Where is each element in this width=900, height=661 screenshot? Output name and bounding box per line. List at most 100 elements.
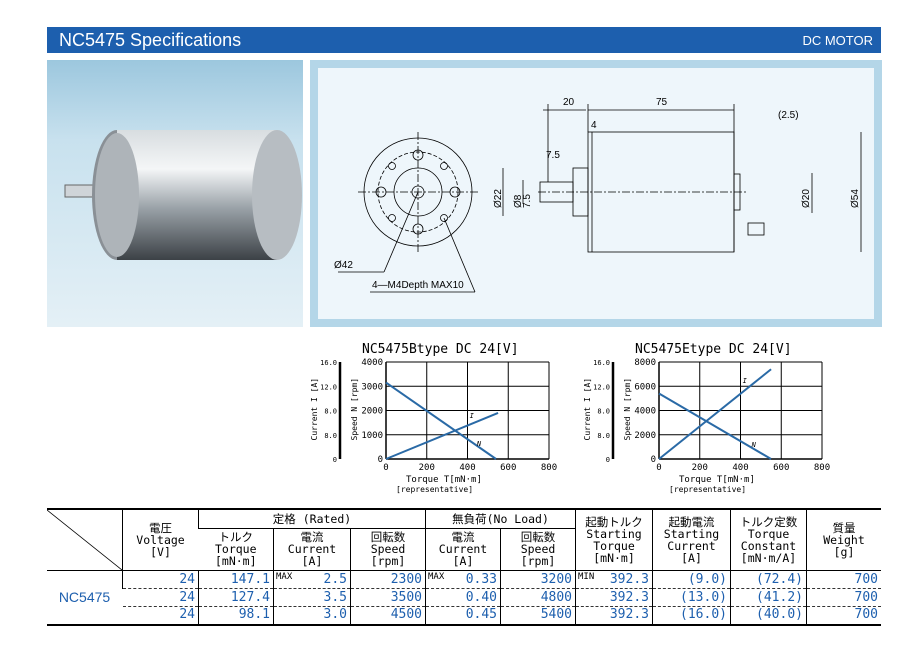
table-cell: 127.4: [198, 588, 274, 607]
table-cell: 2300: [350, 570, 426, 589]
y2-tick-label: 8.0: [597, 432, 610, 440]
table-cell: 4800: [500, 588, 576, 607]
cell-value: 4800: [540, 589, 572, 605]
series-line-N: [385, 381, 497, 460]
dim-20: 20: [563, 97, 575, 108]
table-cell: 3500: [350, 588, 426, 607]
cell-value: (13.0): [680, 589, 727, 605]
table-cell: 0.40: [425, 588, 501, 607]
table-cell: 700: [806, 588, 881, 607]
cell-value: 3200: [540, 571, 572, 587]
y2-tick-label: 12.0: [593, 383, 610, 391]
y2-axis-label: Current I [A]: [310, 378, 319, 441]
corner-cell: [47, 509, 123, 571]
table-cell: MAX 2.5: [273, 570, 351, 589]
y2-tick-label: 16.0: [320, 359, 337, 367]
table-cell: 392.3: [575, 606, 653, 625]
y-tick-label: 6000: [634, 382, 656, 392]
limit-tag: MAX: [276, 572, 293, 582]
cell-value: 0.33: [465, 571, 497, 587]
cell-value: 127.4: [230, 589, 270, 605]
dim-2-5: (2.5): [778, 110, 799, 121]
series-label: N: [751, 441, 757, 449]
front-view: [338, 132, 478, 293]
x-tick-label: 800: [814, 463, 830, 473]
table-cell: 700: [806, 570, 881, 589]
chart-title: NC5475Btype DC 24[V]: [362, 342, 519, 357]
cell-value: 24: [179, 607, 195, 623]
chart-note: [representative]: [396, 485, 473, 494]
x-tick-label: 400: [459, 463, 475, 473]
dimension-drawing: Ø42 4—M4Depth MAX10 20 75 4 (2.5) 7.5 7.…: [334, 97, 862, 293]
table-cell: 5400: [500, 606, 576, 625]
cell-value: 2300: [390, 571, 422, 587]
y-tick-label: 0: [651, 455, 656, 465]
y-tick-label: 2000: [361, 407, 383, 417]
series-label: N: [476, 440, 482, 448]
y2-tick-label: 0: [333, 456, 337, 464]
cell-value: (40.0): [756, 607, 803, 623]
table-cell: 24: [122, 606, 199, 625]
y2-tick-label: 8.0: [597, 408, 610, 416]
x-tick-label: 200: [692, 463, 708, 473]
series-line-I: [385, 412, 499, 460]
y-axis-label: Speed N [rpm]: [623, 378, 632, 441]
dim-22: Ø22: [493, 189, 504, 208]
x-tick-label: 800: [541, 463, 557, 473]
table-cell: (16.0): [652, 606, 731, 625]
series-line-N: [658, 392, 772, 460]
table-cell: 24: [122, 570, 199, 589]
x-tick-label: 400: [732, 463, 748, 473]
table-cell: 98.1: [198, 606, 274, 625]
x-tick-label: 200: [419, 463, 435, 473]
cell-value: 392.3: [609, 571, 649, 587]
cell-value: (72.4): [756, 571, 803, 587]
x-tick-label: 0: [656, 463, 661, 473]
dim-20-dia: Ø20: [801, 189, 812, 208]
table-cell: (41.2): [730, 588, 807, 607]
table-cell: 3.0: [273, 606, 351, 625]
x-tick-label: 0: [383, 463, 388, 473]
table-cell: MIN 392.3: [575, 570, 653, 589]
cell-value: 700: [854, 589, 878, 605]
cell-value: 147.1: [230, 571, 270, 587]
y-tick-label: 1000: [361, 431, 383, 441]
table-cell: 3200: [500, 570, 576, 589]
cell-value: 98.1: [238, 607, 270, 623]
chart-etype: NC5475Etype DC 24[V]00020020008.04004000…: [583, 342, 830, 494]
table-cell: 4500: [350, 606, 426, 625]
table-cell: MAX 0.33: [425, 570, 501, 589]
table-cell: (9.0): [652, 570, 731, 589]
cell-value: 700: [854, 607, 878, 623]
motor-photo: [47, 60, 303, 327]
dim-7-5: 7.5: [546, 150, 560, 161]
x-axis-label: Torque T[mN·m]: [679, 475, 755, 485]
y2-tick-label: 0: [606, 456, 610, 464]
cell-value: 2.5: [323, 571, 347, 587]
table-cell: 700: [806, 606, 881, 625]
side-view: [502, 104, 862, 253]
dim-4: 4: [591, 120, 597, 131]
table-cell: 0.45: [425, 606, 501, 625]
x-tick-label: 600: [500, 463, 516, 473]
limit-tag: MIN: [578, 572, 595, 582]
cell-value: (9.0): [687, 571, 727, 587]
limit-tag: MAX: [428, 572, 445, 582]
y-tick-label: 2000: [634, 431, 656, 441]
y-tick-label: 4000: [634, 407, 656, 417]
series-line-I: [658, 368, 772, 460]
page-title: NC5475 Specifications: [59, 30, 242, 50]
y-tick-label: 4000: [361, 358, 383, 368]
cell-value: 700: [854, 571, 878, 587]
table-cell: (72.4): [730, 570, 807, 589]
y-tick-label: 8000: [634, 358, 656, 368]
